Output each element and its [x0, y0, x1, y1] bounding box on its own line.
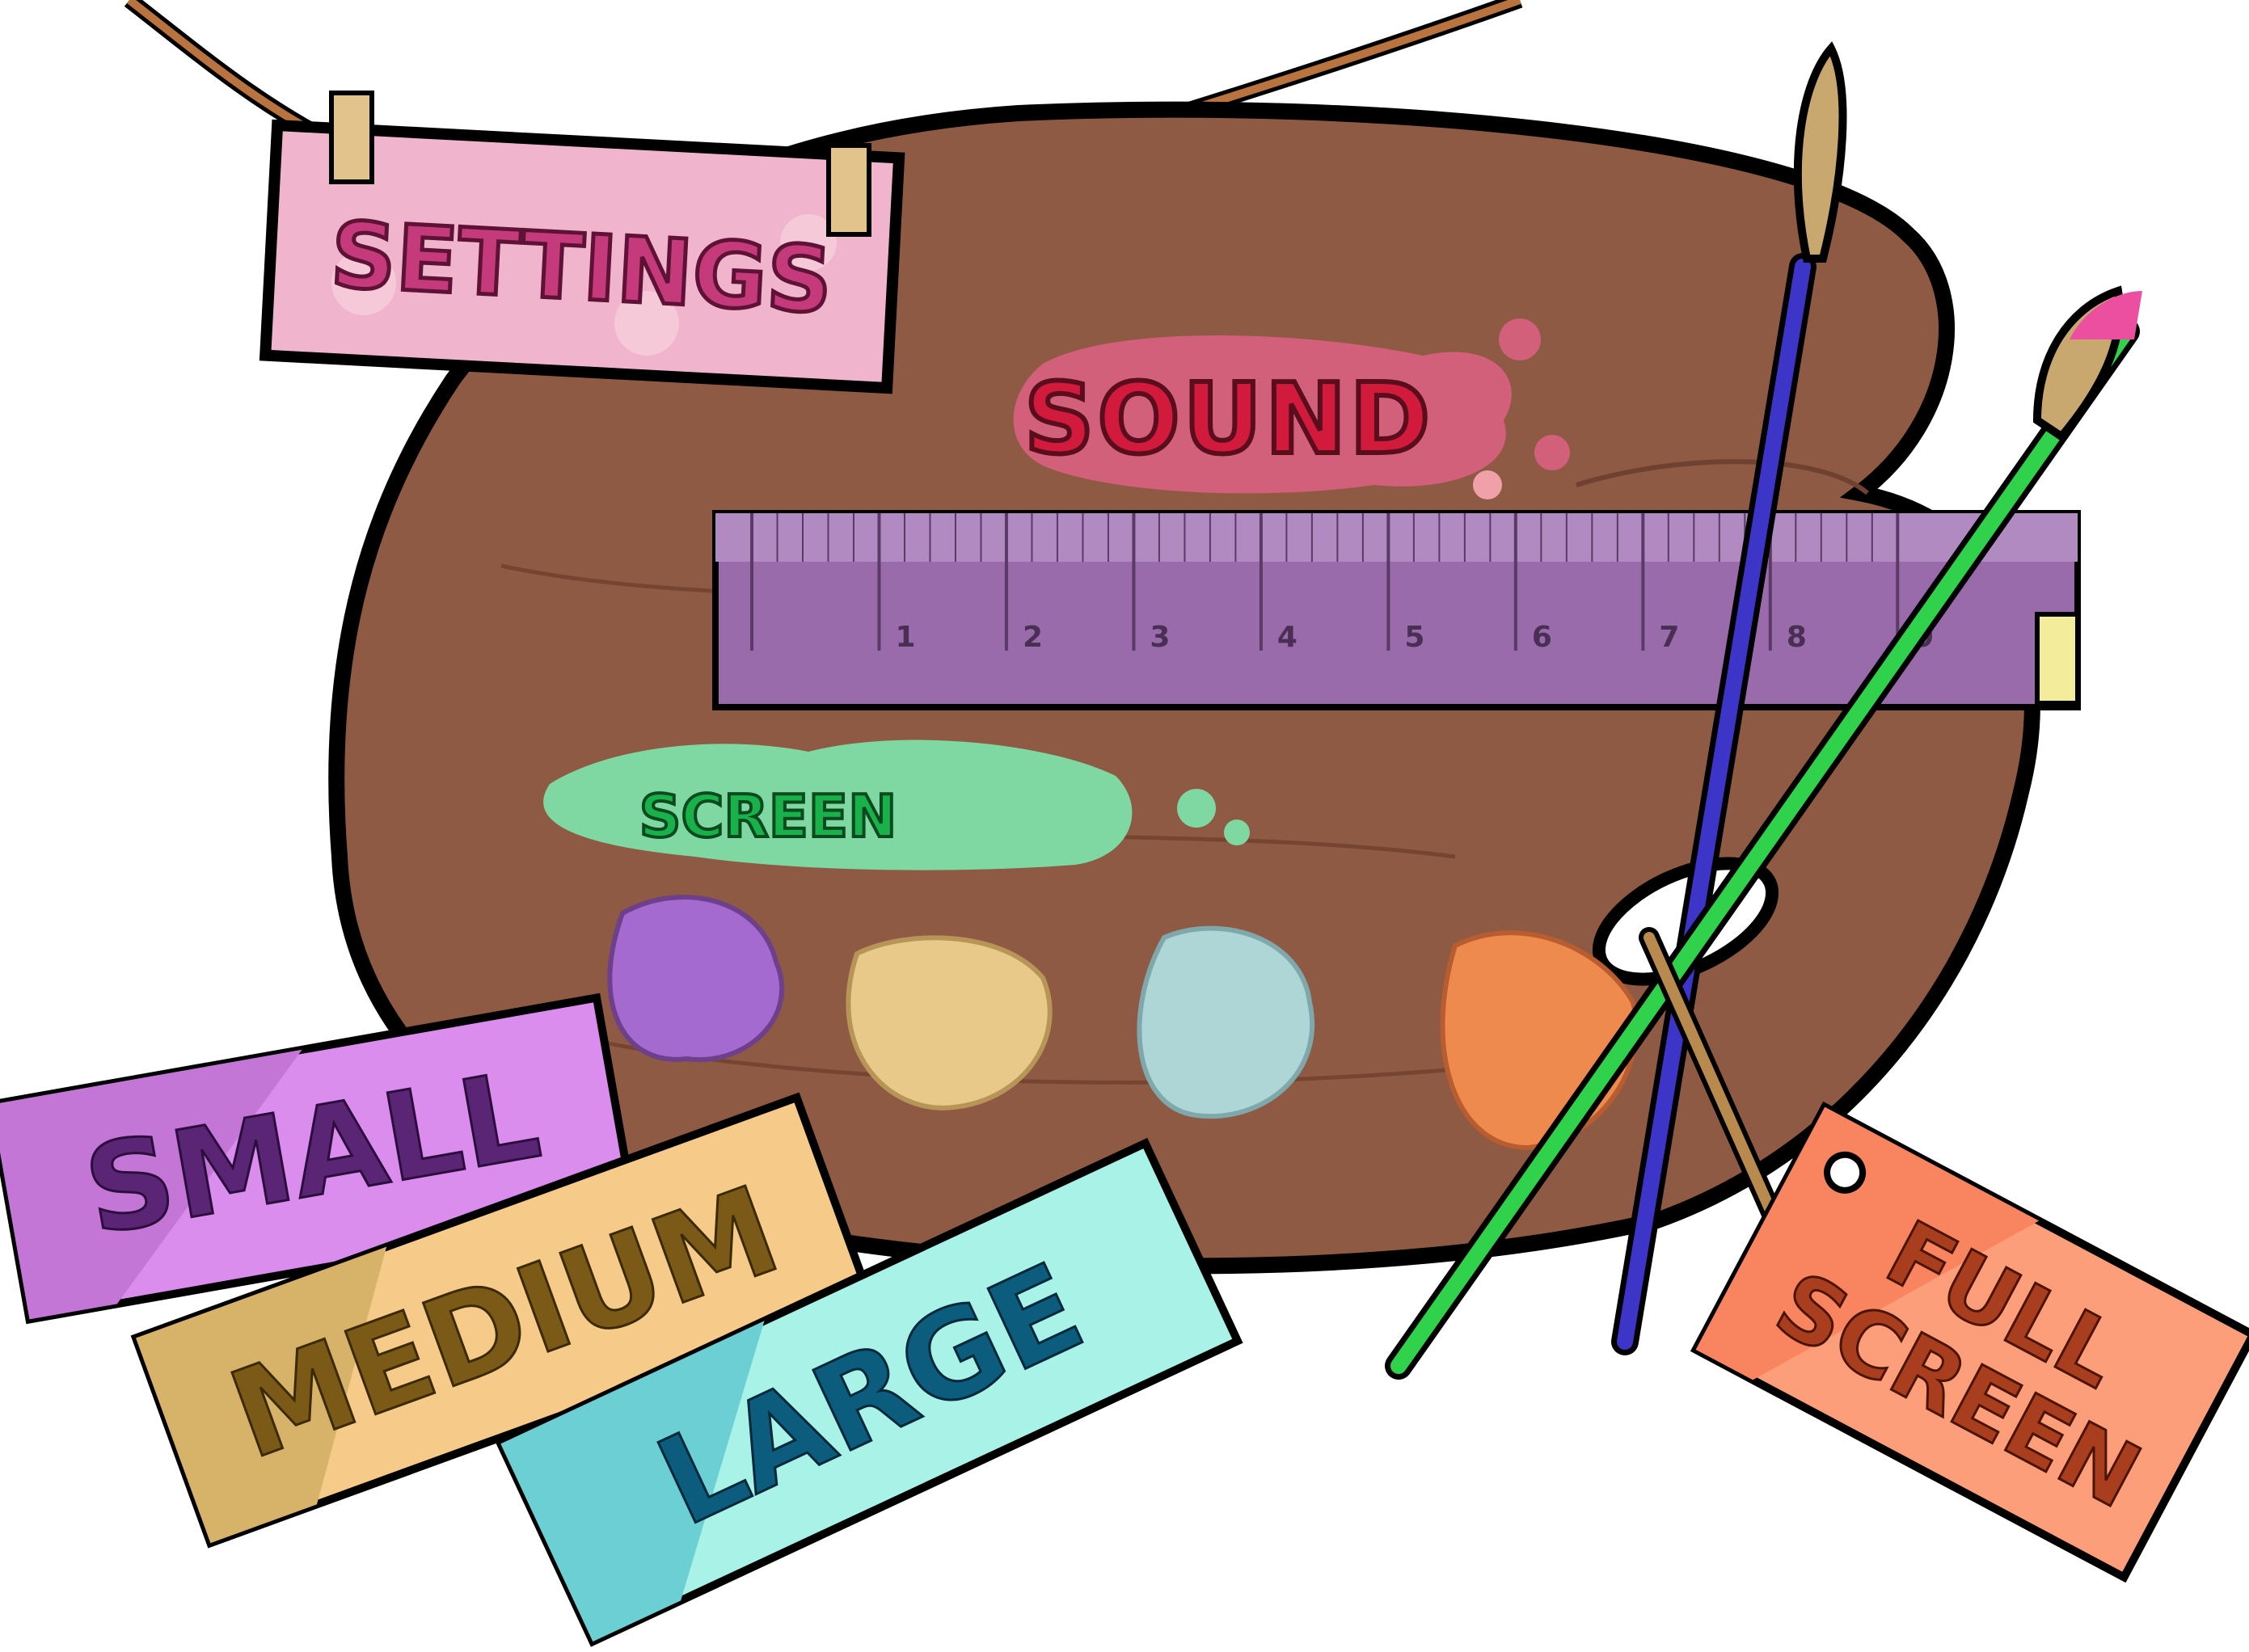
ruler-number: 6: [1532, 621, 1552, 654]
ruler-number: 5: [1404, 621, 1424, 654]
sound-volume-ruler[interactable]: 123456789: [712, 510, 2081, 710]
ruler-number: 8: [1787, 621, 1807, 654]
yellow-paint-icon: [846, 935, 1053, 1110]
ruler-number: 7: [1659, 621, 1679, 654]
settings-sign: SETTINGS: [259, 91, 905, 394]
screen-label: SCREEN: [639, 782, 897, 850]
ruler-number: 1: [895, 621, 915, 654]
ruler-number: 3: [1150, 621, 1170, 654]
ruler-ticks: 123456789: [750, 513, 1934, 654]
blue-paint-icon: [1137, 925, 1315, 1119]
paintbrushes: [1385, 41, 2142, 1380]
medium-size-button[interactable]: MEDIUM: [130, 1092, 877, 1549]
fullscreen-button[interactable]: FULL SCREEN: [1690, 1101, 2249, 1583]
clothespin-left: [329, 91, 374, 184]
ruler-slider-handle[interactable]: [2035, 612, 2080, 706]
ruler-number: 2: [1023, 621, 1043, 654]
screen-section: SCREEN: [543, 740, 1250, 870]
clothespin-right: [826, 143, 871, 237]
sound-label: SOUND: [1024, 364, 1433, 476]
ruler-number: 4: [1277, 621, 1298, 654]
sound-button[interactable]: SOUND: [1013, 318, 1570, 499]
purple-paint-icon: [607, 895, 784, 1063]
